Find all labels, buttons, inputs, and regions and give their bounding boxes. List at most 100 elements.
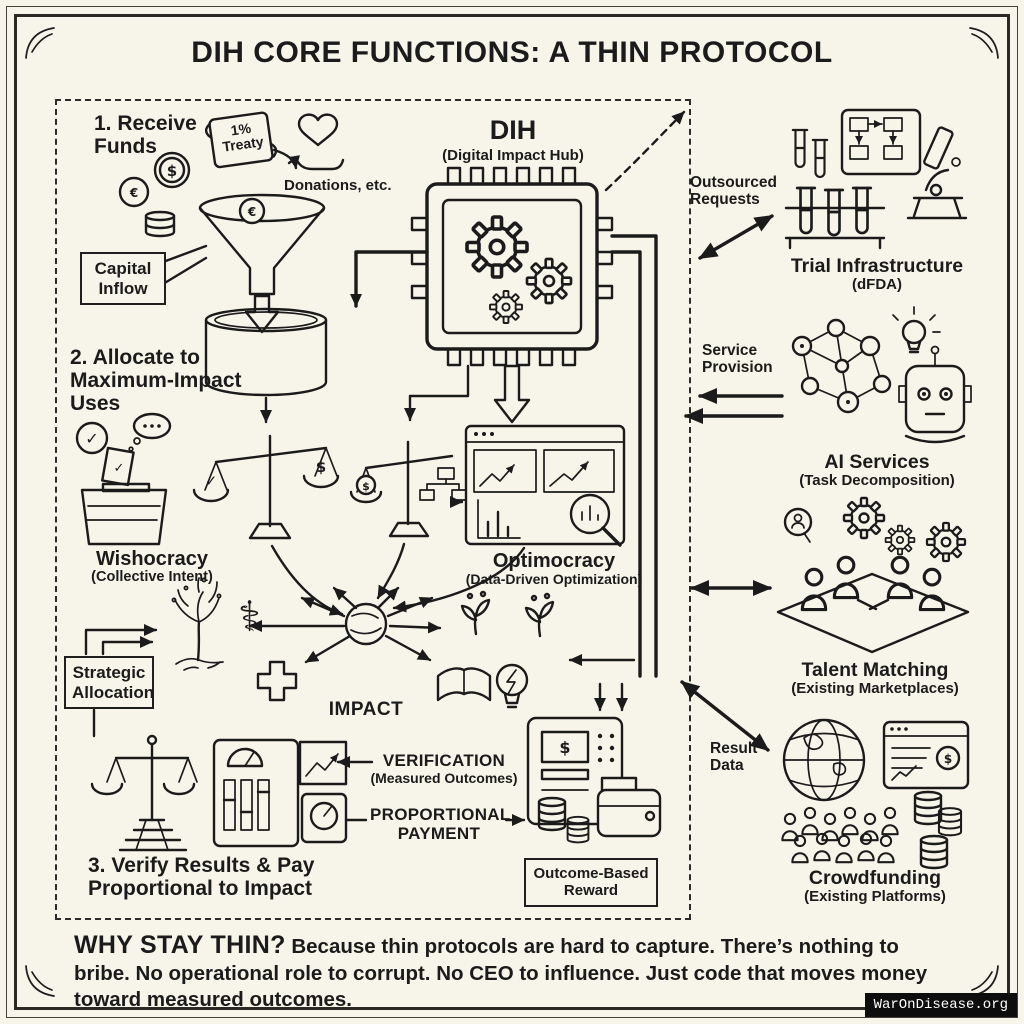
coin-stacks-icon (913, 790, 963, 870)
footer-text: WHY STAY THIN? Because thin protocols ar… (74, 929, 960, 1013)
verification-subtitle: (Measured Outcomes) (370, 769, 518, 786)
impact-sunburst-icon (248, 586, 442, 664)
crowdfunding-icon: $ (781, 718, 970, 870)
arrow-result-data (680, 680, 770, 752)
verification-label: VERIFICATION (Measured Outcomes) (358, 751, 530, 786)
arrow-wishocracy-to-impact (270, 544, 344, 616)
talent-subtitle: (Existing Marketplaces) (791, 680, 959, 698)
wishocracy-title: Wishocracy (95, 548, 209, 570)
crowdfunding-title: Crowdfunding (808, 867, 942, 889)
allocation-scale-icon: $ (349, 440, 467, 538)
corner-flourishes-icon (25, 27, 999, 997)
priority-scale-icon: ✓ $ (192, 434, 340, 540)
dollar-glyph: $ (559, 738, 570, 757)
robot-head-icon (898, 345, 972, 444)
hub-name: DIH (489, 115, 537, 145)
analytics-window-icon (464, 424, 626, 547)
dollar-glyph: $ (167, 162, 177, 180)
crowdfunding-subtitle: (Existing Platforms) (804, 888, 946, 906)
capital-inflow-callout-lines (161, 244, 208, 286)
step-2-label: 2. Allocate to Maximum-Impact Uses (70, 346, 242, 416)
result-data-label: Result Data (710, 740, 758, 775)
idea-bulb-icon (892, 306, 941, 354)
hub-subtitle: (Digital Impact Hub) (442, 146, 584, 164)
pipe-hub-right-outer (610, 234, 658, 678)
check-glyph: ✓ (85, 429, 98, 448)
step-3-label: 3. Verify Results & Pay Proportional to … (88, 854, 315, 901)
page-title: DIH CORE FUNCTIONS: A THIN PROTOCOL (191, 36, 833, 69)
donations-label: Donations, etc. (284, 177, 392, 194)
wishocracy-label: Wishocracy (Collective Intent) (48, 548, 256, 586)
microscope-icon (906, 126, 968, 220)
euro-glyph: € (129, 186, 138, 200)
impact-label: IMPACT (328, 699, 404, 720)
sprout-icon (524, 592, 555, 638)
justice-scale-icon (90, 734, 198, 852)
arrow-strategic-1 (84, 624, 158, 656)
lightbulb-icon (495, 663, 529, 709)
globe-icon (782, 718, 866, 802)
ai-services-icon (791, 306, 972, 444)
talent-matching-label: Talent Matching (Existing Marketplaces) (766, 659, 984, 698)
tree-icon (171, 577, 224, 671)
arrow-strategic-2 (101, 636, 154, 656)
dollar-glyph: $ (316, 458, 326, 476)
arrow-hub-to-optimocracy (493, 364, 531, 424)
coins-icon: $ € (118, 151, 191, 238)
arrow-optimocracy-to-impact (392, 546, 526, 613)
arrow-hub-outbound-dashed (604, 110, 686, 192)
measurement-device-icon (212, 738, 348, 848)
trial-infrastructure-icon (784, 108, 968, 250)
pipe-hub-right-inner (610, 250, 642, 678)
proportional-payment-label: PROPORTIONAL PAYMENT (370, 805, 511, 843)
step-1-label: 1. Receive Funds (94, 112, 197, 159)
outcome-reward-box: Outcome-Based Reward (524, 858, 658, 907)
talent-matching-icon (776, 496, 970, 654)
crowdfunding-label: Crowdfunding (Existing Platforms) (766, 867, 984, 906)
trial-infrastructure-label: Trial Infrastructure (dFDA) (772, 255, 982, 294)
ballot-box-icon: ✓ ✓ (75, 412, 172, 546)
ai-subtitle: (Task Decomposition) (799, 472, 955, 490)
payment-terminal-icon: $ (526, 716, 662, 844)
capital-inflow-box: Capital Inflow (80, 252, 166, 306)
service-provision-label: Service Provision (702, 342, 773, 377)
check-glyph: ✓ (205, 472, 218, 490)
capital-pool-icon (204, 307, 328, 397)
optimocracy-title: Optimocracy (492, 550, 616, 572)
pipe-hub-to-allocation-scale (404, 364, 470, 422)
book-icon (436, 667, 492, 702)
optimocracy-subtitle: (Data-Driven Optimization) (465, 571, 643, 587)
funnel-icon: € (198, 193, 326, 334)
dih-chip-icon (410, 166, 614, 367)
pipe-hub-to-pool (350, 250, 429, 308)
crowd-icon (781, 806, 899, 864)
ai-services-label: AI Services (Task Decomposition) (772, 451, 982, 490)
donation-hand-icon (287, 113, 345, 171)
arrow-treaty-to-donation (272, 148, 300, 170)
medical-cross-icon (256, 660, 298, 702)
dollar-glyph: $ (944, 752, 952, 766)
watermark-badge: WarOnDisease.org (864, 993, 1017, 1017)
wishocracy-subtitle: (Collective Intent) (91, 569, 213, 585)
verification-title: VERIFICATION (382, 751, 506, 770)
check-glyph: ✓ (114, 461, 125, 476)
dollar-glyph: $ (362, 480, 370, 493)
footer-lead: WHY STAY THIN? (74, 931, 286, 959)
strategic-allocation-box: Strategic Allocation (64, 656, 154, 710)
sprout-icon (460, 590, 491, 636)
handshake-icon (856, 598, 890, 611)
hub-label: DIH (Digital Impact Hub) (418, 115, 608, 164)
speech-bubble-icon (783, 507, 813, 543)
campaign-card-icon: $ (882, 720, 970, 790)
footer-body: Because thin protocols are hard to captu… (74, 935, 928, 1012)
trial-subtitle: (dFDA) (852, 276, 902, 294)
core-functions-dashed-box (55, 99, 691, 920)
euro-glyph: € (247, 205, 256, 219)
arrow-outsourced-requests (698, 214, 774, 260)
arrow-funnel-to-pool (244, 294, 280, 334)
caduceus-icon: ⚕ (238, 592, 261, 641)
optimocracy-label: Optimocracy (Data-Driven Optimization) (448, 550, 660, 587)
trial-title: Trial Infrastructure (790, 255, 964, 277)
